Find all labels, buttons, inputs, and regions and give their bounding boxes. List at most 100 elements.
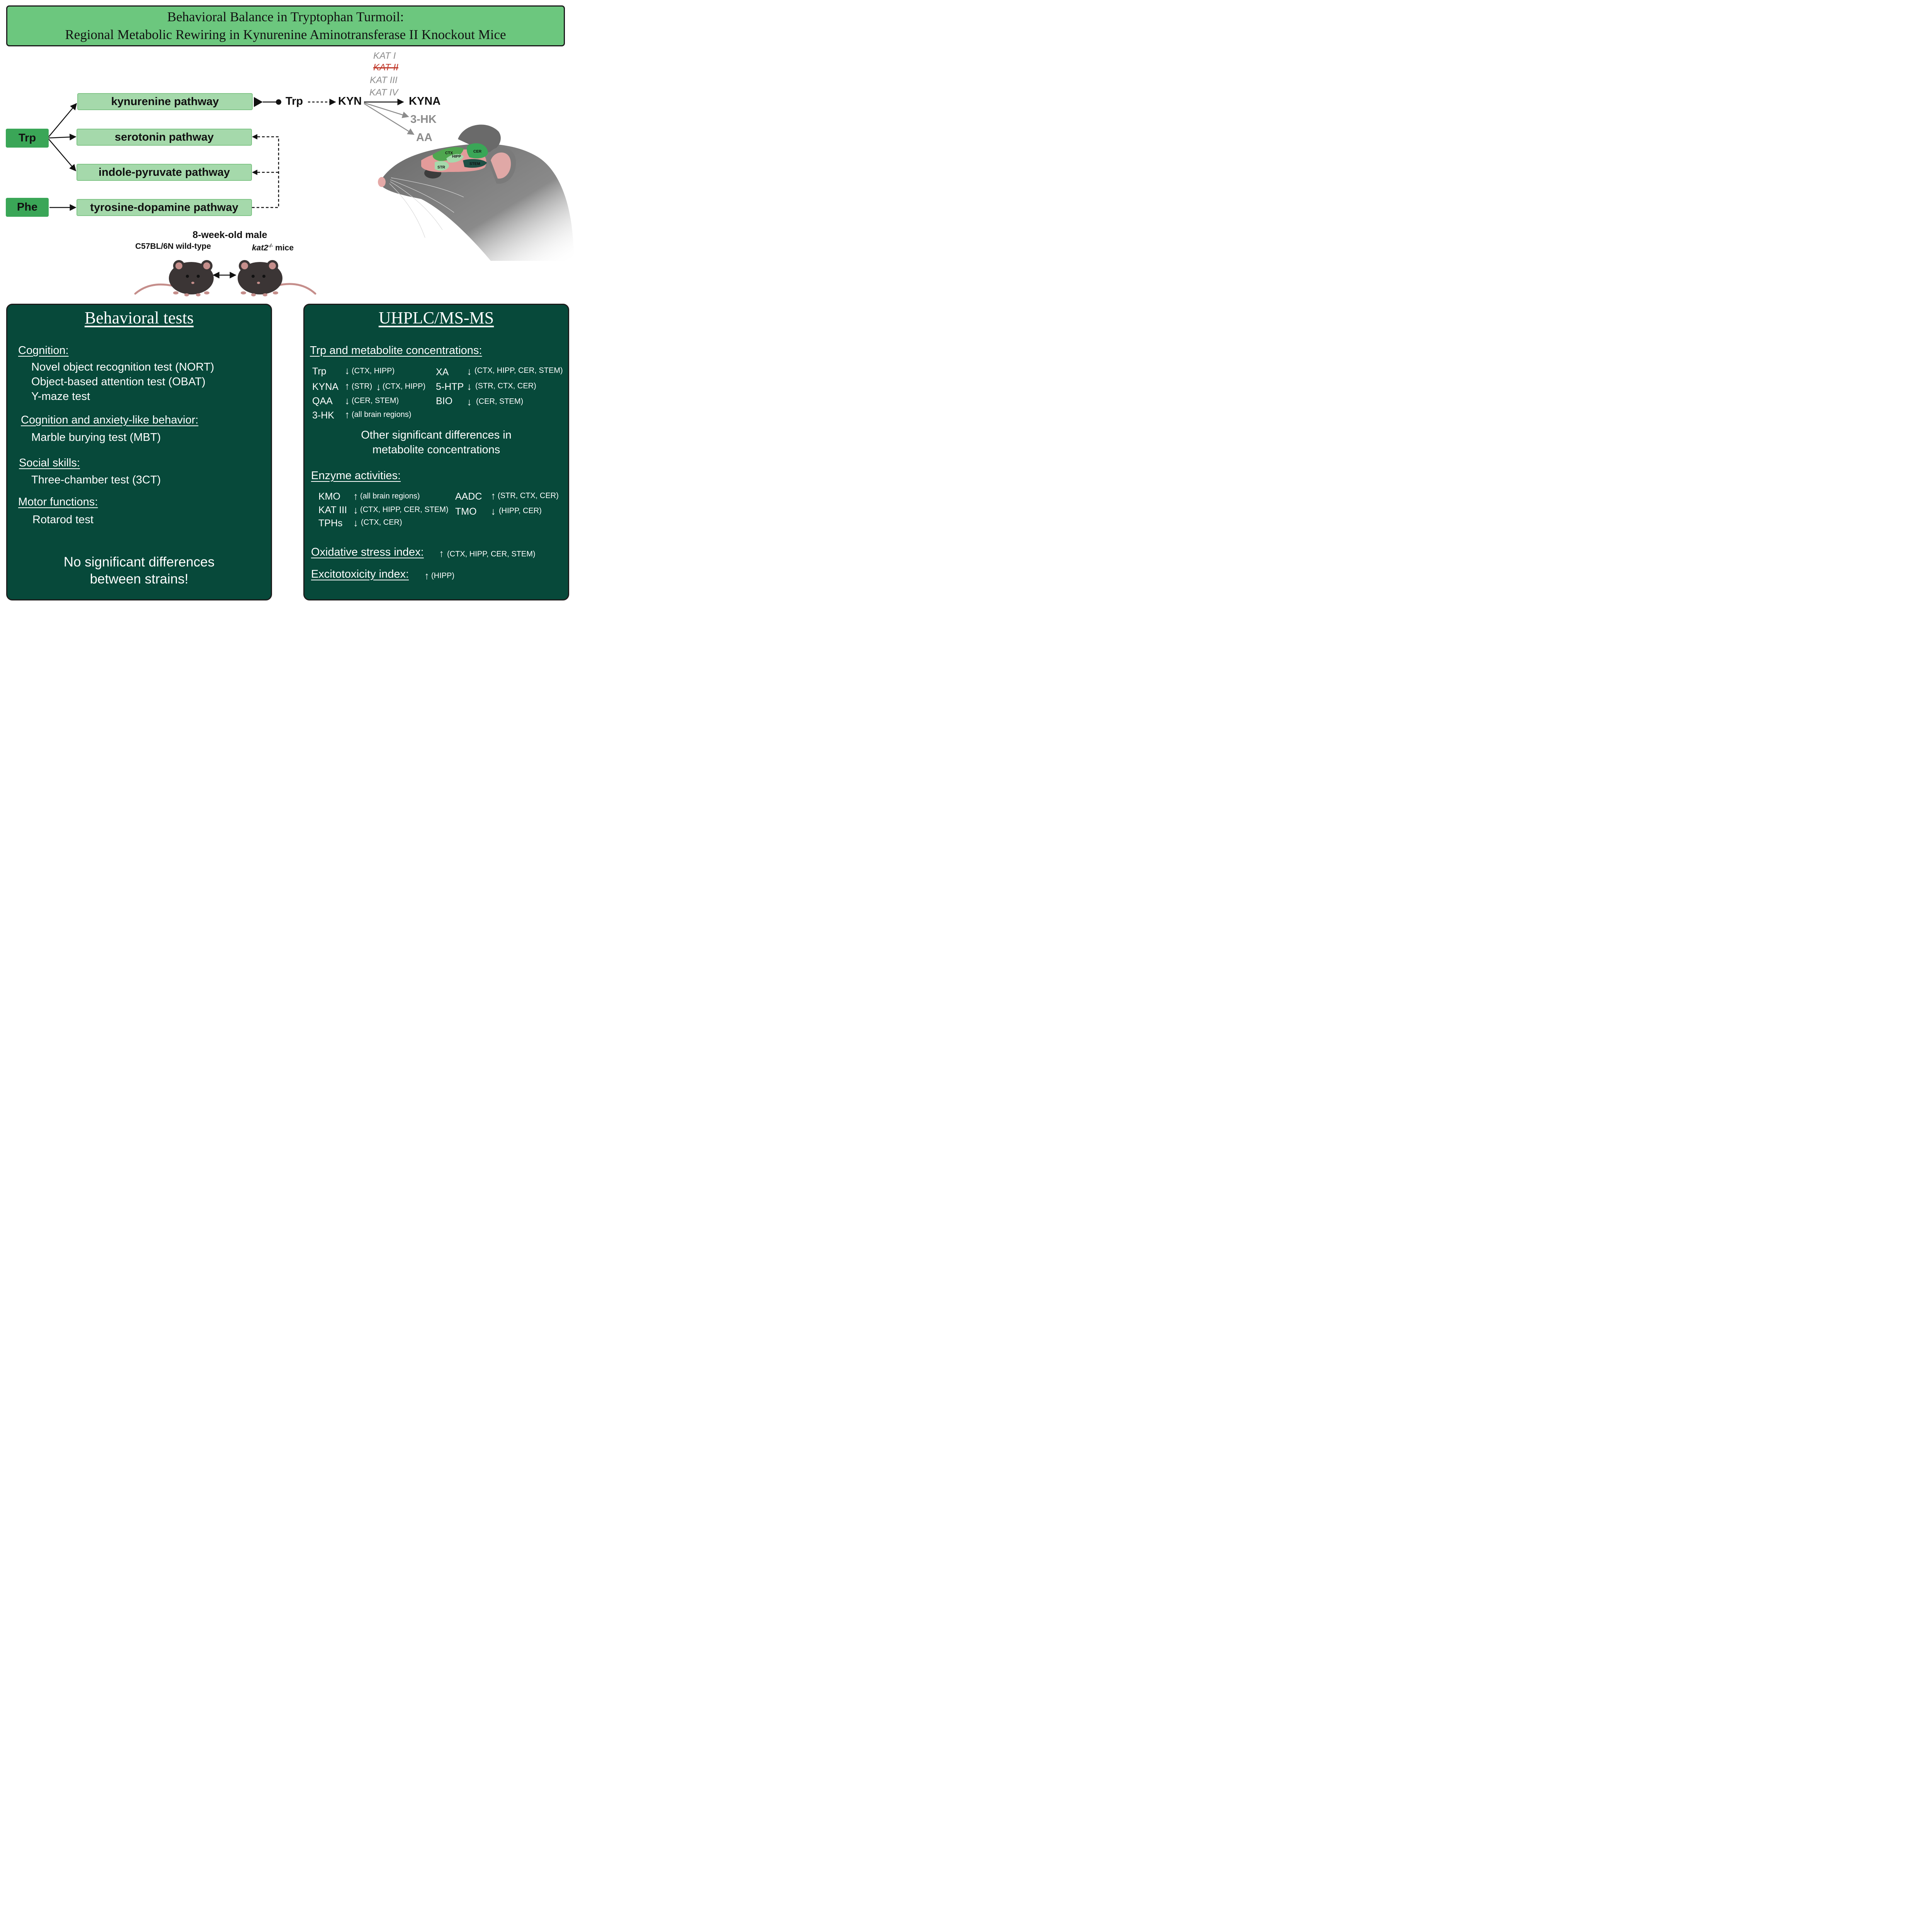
enz-kmo-arrow: ↑ (353, 490, 358, 502)
met-qaa-arrow: ↓ (345, 395, 350, 406)
arrow-kyn-3hk (364, 102, 409, 118)
other-line-1: Other significant differences in (361, 429, 512, 441)
met-trp-regions: (CTX, HIPP) (352, 367, 395, 375)
enz-tmo-regions: (HIPP, CER) (499, 507, 542, 515)
arrowhead-serotonin (252, 134, 257, 139)
oxidative-stress-label: Oxidative stress index: (311, 546, 424, 558)
met-5htp-name: 5-HTP (436, 381, 464, 392)
test-ymaze: Y-maze test (31, 390, 90, 403)
met-xa-arrow: ↓ (467, 366, 472, 377)
enz-tmo-name: TMO (455, 506, 477, 517)
enzyme-kat2-knocked-out: KAT II (373, 62, 398, 73)
excitotoxicity-label: Excitotoxicity index: (311, 568, 409, 580)
uhplc-panel: UHPLC/MS-MS Trp and metabolite concentra… (303, 304, 569, 600)
indole-pathway-box: indole-pyruvate pathway (77, 164, 252, 181)
title-line-2: Regional Metabolic Rewiring in Kynurenin… (65, 27, 506, 42)
aa-label: AA (416, 131, 432, 144)
brain-stem (463, 159, 487, 168)
heading-cognition-anxiety: Cognition and anxiety-like behavior: (21, 414, 199, 426)
other-differences: Other significant differences in metabol… (304, 428, 568, 457)
met-trp-arrow: ↓ (345, 365, 350, 376)
behavioral-panel-title: Behavioral tests (84, 308, 194, 327)
behavior-conclusion: No significant differences between strai… (7, 554, 271, 588)
met-xa-regions: (CTX, HIPP, CER, STEM) (474, 366, 563, 375)
enz-kat3-name: KAT III (318, 505, 347, 515)
test-3ct: Three-chamber test (3CT) (31, 474, 161, 486)
kyn-label: KYN (338, 95, 362, 107)
behavioral-tests-panel: Behavioral tests Cognition: Novel object… (6, 304, 272, 600)
met-trp-name: Trp (312, 366, 327, 377)
brain-cer (466, 143, 488, 158)
kyn-trp-label: Trp (286, 95, 303, 107)
arrow-trp-kynurenine (48, 103, 77, 137)
knockout-gene: kat2 (252, 243, 269, 252)
excito-arrow: ↑ (424, 570, 429, 582)
met-bio-arrow: ↓ (467, 396, 472, 408)
met-3hk-regions: (all brain regions) (352, 410, 412, 419)
met-kyna-regions-up: (STR) (352, 382, 372, 391)
other-line-2: metabolite concentrations (372, 444, 500, 456)
heading-enzymes: Enzyme activities: (311, 469, 401, 482)
met-kyna-arrow-down: ↓ (376, 381, 381, 393)
enzyme-kat4: KAT IV (369, 87, 398, 98)
met-bio-regions: (CER, STEM) (476, 397, 524, 406)
region-stem-label: STEM (469, 162, 480, 166)
enz-kmo-name: KMO (318, 491, 340, 502)
brain-hipp (446, 154, 464, 163)
title-banner: Behavioral Balance in Tryptophan Turmoil… (6, 5, 565, 46)
tyrosine-pathway-box: tyrosine-dopamine pathway (77, 199, 252, 216)
enz-aadc-name: AADC (455, 491, 482, 502)
enz-tphs-regions: (CTX, CER) (361, 518, 402, 527)
mice-age-label: 8-week-old male (192, 230, 267, 240)
oxidative-arrow: ↑ (439, 548, 444, 559)
title-line-1: Behavioral Balance in Tryptophan Turmoil… (167, 9, 404, 24)
heading-motor: Motor functions: (18, 496, 98, 508)
source-trp: Trp (6, 129, 49, 148)
met-kyna-name: KYNA (312, 381, 339, 392)
brain-str (435, 161, 449, 171)
conclusion-line-2: between strains! (90, 571, 189, 587)
heading-metabolites: Trp and metabolite concentrations: (310, 344, 482, 357)
wildtype-label: C57BL/6N wild-type (135, 242, 211, 251)
kynurenine-pathway-box: kynurenine pathway (77, 93, 253, 110)
kyna-label: KYNA (409, 95, 441, 107)
mouse-head-illustration: CTX HIPP CER STR STEM (378, 124, 574, 261)
3hk-label: 3-HK (410, 113, 437, 126)
enz-kmo-regions: (all brain regions) (360, 492, 420, 500)
enz-tmo-arrow: ↓ (491, 505, 496, 517)
wildtype-mouse-icon (134, 260, 214, 296)
met-qaa-name: QAA (312, 396, 333, 406)
enz-tphs-name: TPHs (318, 518, 343, 529)
met-3hk-arrow: ↑ (345, 409, 350, 420)
pathway-arrows (48, 97, 415, 279)
met-5htp-regions: (STR, CTX, CER) (475, 382, 536, 390)
arrowhead-indole (252, 170, 257, 175)
serotonin-pathway-box: serotonin pathway (77, 129, 252, 146)
heading-cognition: Cognition: (18, 344, 69, 357)
conclusion-line-1: No significant differences (63, 554, 215, 570)
enzyme-kat1: KAT I (373, 51, 396, 61)
arrow-kyn-aa (364, 103, 415, 135)
enz-kat3-regions: (CTX, HIPP, CER, STEM) (360, 505, 449, 514)
enzyme-kat3: KAT III (370, 75, 398, 85)
region-str-label: STR (437, 165, 446, 170)
source-phe: Phe (6, 198, 49, 217)
met-5htp-arrow: ↓ (467, 381, 472, 392)
met-xa-name: XA (436, 367, 449, 378)
enz-aadc-regions: (STR, CTX, CER) (498, 492, 559, 500)
arrow-trp-serotonin (48, 133, 77, 141)
arrow-trp-indole (48, 139, 77, 172)
connector-triangle (254, 97, 263, 107)
oxidative-regions: (CTX, HIPP, CER, STEM) (447, 550, 536, 558)
enz-tphs-arrow: ↓ (353, 517, 358, 529)
test-obat: Object-based attention test (OBAT) (31, 376, 206, 388)
knockout-superscript: -/- (268, 243, 273, 248)
met-kyna-arrow-up: ↑ (345, 380, 350, 392)
met-bio-name: BIO (436, 396, 453, 406)
enz-aadc-arrow: ↑ (491, 490, 496, 502)
heading-social: Social skills: (19, 457, 80, 469)
enz-kat3-arrow: ↓ (353, 504, 358, 516)
region-cer-label: CER (473, 150, 482, 154)
knockout-suffix: mice (273, 243, 294, 252)
test-mbt: Marble burying test (MBT) (31, 431, 161, 444)
